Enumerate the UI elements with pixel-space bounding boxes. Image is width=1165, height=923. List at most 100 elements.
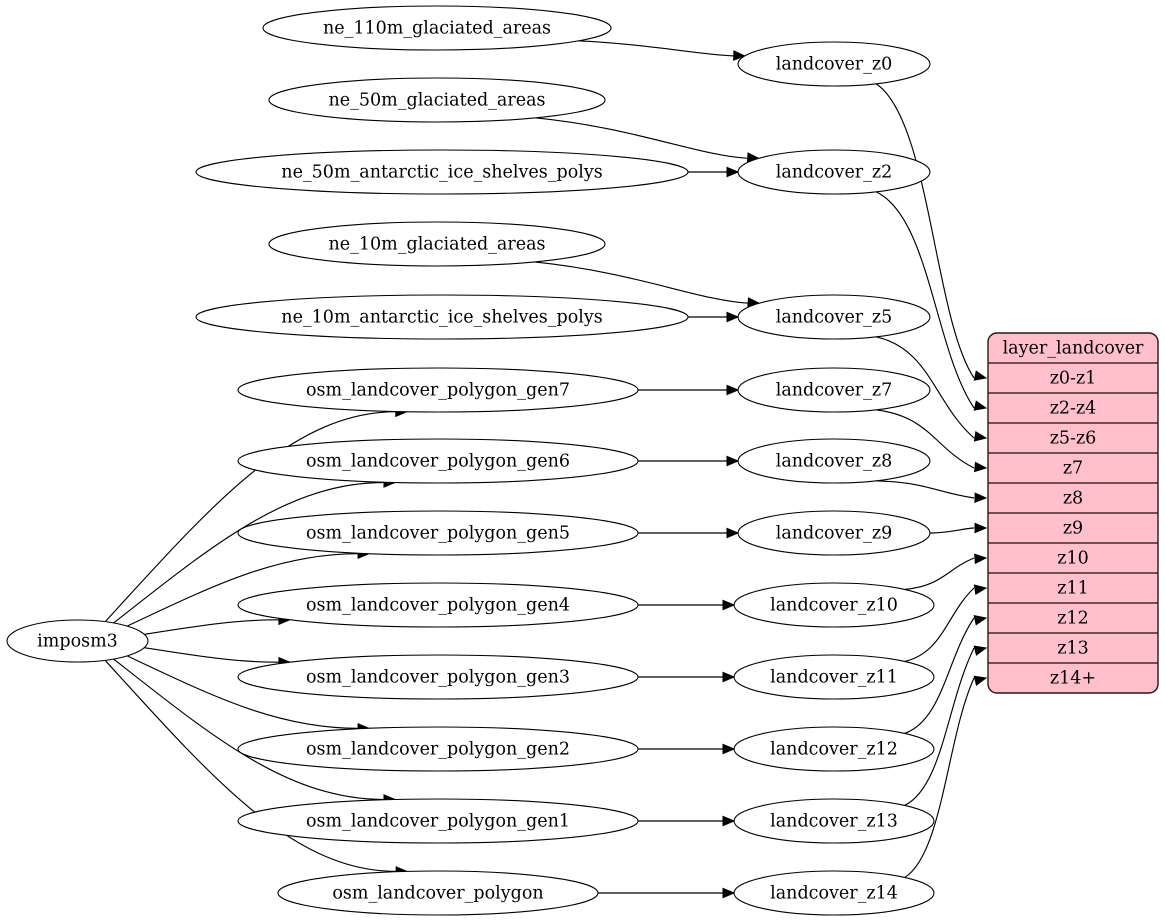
- node-osm_landcover_polygon[interactable]: osm_landcover_polygon: [277, 870, 599, 916]
- edge-landcover_z7-to-layer_landcover-z7-arrowhead: [974, 461, 988, 473]
- table-row-z8[interactable]: [988, 483, 1158, 513]
- edge-osm_landcover_polygon_gen1-to-landcover_z13-arrowhead: [722, 815, 736, 827]
- edge-ne_110m_glaciated_areas-to-landcover_z0: [578, 40, 734, 57]
- node-landcover_z5[interactable]: landcover_z5: [737, 294, 931, 340]
- node-landcover_z10[interactable]: landcover_z10: [733, 582, 935, 628]
- node-osm_landcover_polygon_gen7[interactable]: osm_landcover_polygon_gen7: [237, 367, 639, 413]
- edge-landcover_z11-to-layer_landcover-z11: [904, 587, 975, 663]
- edge-landcover_z0-to-layer_landcover-z0-z1: [875, 83, 975, 379]
- edge-landcover_z2-to-layer_landcover-z2-z4: [875, 191, 975, 409]
- edge-imposm3-to-osm_landcover_polygon_gen1: [113, 658, 384, 801]
- node-ne_10m_antarctic_ice_shelves_polys[interactable]: ne_10m_antarctic_ice_shelves_polys: [195, 294, 689, 340]
- edge-imposm3-to-osm_landcover_polygon_gen2: [126, 655, 359, 729]
- node-landcover_z0[interactable]: landcover_z0: [737, 41, 931, 87]
- node-ne_110m_glaciated_areas[interactable]: ne_110m_glaciated_areas: [262, 5, 612, 51]
- node-landcover_z2[interactable]: landcover_z2: [737, 149, 931, 195]
- node-shape-landcover_z10: [733, 582, 935, 628]
- node-landcover_z14[interactable]: landcover_z14: [733, 870, 935, 916]
- edge-osm_landcover_polygon_gen3-to-landcover_z11-arrowhead: [722, 671, 736, 683]
- node-shape-osm_landcover_polygon_gen6: [237, 438, 639, 484]
- node-landcover_z12[interactable]: landcover_z12: [733, 726, 935, 772]
- edge-landcover_z5-to-layer_landcover-z5-z6-arrowhead: [973, 430, 988, 442]
- edge-landcover_z7-to-layer_landcover-z7: [875, 409, 975, 469]
- edge-ne_50m_antarctic_ice_shelves_polys-to-landcover_z2-arrowhead: [726, 166, 740, 178]
- node-osm_landcover_polygon_gen6[interactable]: osm_landcover_polygon_gen6: [237, 438, 639, 484]
- node-shape-landcover_z13: [733, 798, 935, 844]
- table-row-z12[interactable]: [988, 603, 1158, 633]
- edge-imposm3-to-osm_landcover_polygon_gen3: [144, 647, 279, 663]
- edge-osm_landcover_polygon_gen2-to-landcover_z12-arrowhead: [722, 743, 736, 755]
- table-row-z13[interactable]: [988, 633, 1158, 663]
- edge-imposm3-to-osm_landcover_polygon: [104, 659, 397, 872]
- table-row-z9[interactable]: [988, 513, 1158, 543]
- edge-landcover_z9-to-layer_landcover-z9: [929, 527, 975, 534]
- node-landcover_z7[interactable]: landcover_z7: [737, 367, 931, 413]
- table-row-z5-z6[interactable]: [988, 423, 1158, 453]
- node-shape-landcover_z11: [733, 654, 935, 700]
- edge-osm_landcover_polygon-to-landcover_z14-arrowhead: [722, 887, 736, 899]
- node-shape-osm_landcover_polygon_gen3: [237, 654, 639, 700]
- node-ne_50m_antarctic_ice_shelves_polys[interactable]: ne_50m_antarctic_ice_shelves_polys: [195, 149, 689, 195]
- node-shape-landcover_z0: [737, 41, 931, 87]
- node-shape-osm_landcover_polygon_gen1: [237, 798, 639, 844]
- table-row-z0-z1[interactable]: [988, 363, 1158, 393]
- table-row-z11[interactable]: [988, 573, 1158, 603]
- table-outline: [987, 332, 1159, 694]
- table-row-z14+[interactable]: [988, 663, 1158, 693]
- edge-imposm3-to-osm_landcover_polygon_gen6: [113, 481, 384, 624]
- node-shape-landcover_z7: [737, 367, 931, 413]
- edge-imposm3-to-osm_landcover_polygon_gen4: [144, 619, 279, 635]
- node-shape-ne_50m_antarctic_ice_shelves_polys: [195, 149, 689, 195]
- edge-osm_landcover_polygon_gen4-to-landcover_z10-arrowhead: [722, 599, 736, 611]
- node-ne_50m_glaciated_areas[interactable]: ne_50m_glaciated_areas: [268, 77, 606, 123]
- table-row-z7[interactable]: [988, 453, 1158, 483]
- node-shape-landcover_z12: [733, 726, 935, 772]
- node-shape-osm_landcover_polygon_gen2: [237, 726, 639, 772]
- edge-ne_110m_glaciated_areas-to-landcover_z0-arrowhead: [733, 50, 747, 61]
- table-row-z2-z4[interactable]: [988, 393, 1158, 423]
- node-osm_landcover_polygon_gen3[interactable]: osm_landcover_polygon_gen3: [237, 654, 639, 700]
- node-landcover_z9[interactable]: landcover_z9: [737, 510, 931, 556]
- edge-osm_landcover_polygon_gen7-to-landcover_z7-arrowhead: [726, 384, 740, 396]
- node-osm_landcover_polygon_gen2[interactable]: osm_landcover_polygon_gen2: [237, 726, 639, 772]
- node-shape-imposm3: [6, 619, 149, 663]
- node-shape-ne_110m_glaciated_areas: [262, 5, 612, 51]
- edge-imposm3-to-osm_landcover_polygon_gen5: [126, 553, 359, 627]
- edge-imposm3-to-osm_landcover_polygon_gen7: [104, 411, 396, 623]
- edge-landcover_z8-to-layer_landcover-z8: [876, 480, 975, 499]
- edge-ne_10m_antarctic_ice_shelves_polys-to-landcover_z5-arrowhead: [726, 311, 740, 323]
- table-row-z10[interactable]: [988, 543, 1158, 573]
- edge-landcover_z2-to-layer_landcover-z2-z4-arrowhead: [973, 400, 988, 411]
- edge-landcover_z9-to-layer_landcover-z9-arrowhead: [974, 522, 988, 534]
- node-imposm3[interactable]: imposm3: [6, 619, 149, 663]
- node-ne_10m_glaciated_areas[interactable]: ne_10m_glaciated_areas: [268, 221, 606, 267]
- node-shape-landcover_z5: [737, 294, 931, 340]
- node-shape-landcover_z2: [737, 149, 931, 195]
- layer-landcover-table: layer_landcoverz0-z1z2-z4z5-z6z7z8z9z10z…: [987, 332, 1159, 694]
- edge-landcover_z10-to-layer_landcover-z10-arrowhead: [974, 553, 988, 565]
- node-shape-osm_landcover_polygon: [277, 870, 599, 916]
- edge-ne_50m_glaciated_areas-to-landcover_z2: [535, 117, 748, 159]
- edge-landcover_z13-to-layer_landcover-z13: [904, 647, 975, 806]
- node-shape-landcover_z14: [733, 870, 935, 916]
- edge-landcover_z5-to-layer_landcover-z5-z6: [875, 336, 975, 439]
- node-shape-ne_10m_antarctic_ice_shelves_polys: [195, 294, 689, 340]
- nodes-layer: imposm3 ne_110m_glaciated_areas ne_50m_gla…: [6, 5, 935, 916]
- table-header-cell: [988, 333, 1158, 363]
- node-osm_landcover_polygon_gen1[interactable]: osm_landcover_polygon_gen1: [237, 798, 639, 844]
- node-osm_landcover_polygon_gen4[interactable]: osm_landcover_polygon_gen4: [237, 582, 639, 628]
- node-shape-osm_landcover_polygon_gen5: [237, 510, 639, 556]
- edge-landcover_z8-to-layer_landcover-z8-arrowhead: [974, 492, 988, 504]
- layer-landcover-table-group[interactable]: layer_landcoverz0-z1z2-z4z5-z6z7z8z9z10z…: [987, 332, 1159, 694]
- edge-landcover_z0-to-layer_landcover-z0-z1-arrowhead: [973, 370, 988, 381]
- edge-landcover_z14-to-layer_landcover-z14--arrowhead: [973, 675, 988, 687]
- node-osm_landcover_polygon_gen5[interactable]: osm_landcover_polygon_gen5: [237, 510, 639, 556]
- node-landcover_z8[interactable]: landcover_z8: [737, 438, 931, 484]
- node-landcover_z11[interactable]: landcover_z11: [733, 654, 935, 700]
- edge-osm_landcover_polygon_gen5-to-landcover_z9-arrowhead: [726, 527, 740, 539]
- node-shape-landcover_z8: [737, 438, 931, 484]
- node-landcover_z13[interactable]: landcover_z13: [733, 798, 935, 844]
- node-shape-osm_landcover_polygon_gen7: [237, 367, 639, 413]
